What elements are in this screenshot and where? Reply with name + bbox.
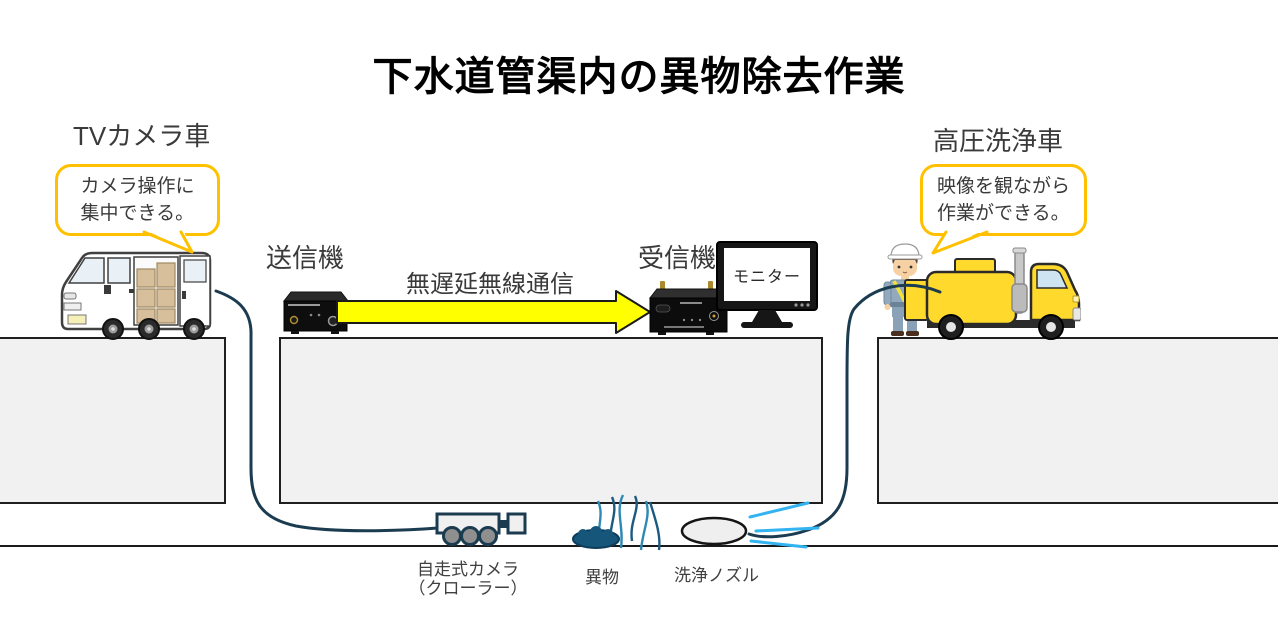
pipe-floor-line [0, 545, 1278, 547]
washer-truck-illustration [904, 247, 1081, 340]
truck-rear-box [904, 279, 929, 321]
tv-camera-van-illustration [60, 251, 212, 340]
truck-tank [925, 270, 1018, 326]
water-spray-line [754, 526, 820, 533]
transmitter-label: 送信機 [266, 243, 345, 273]
van-cargo-boxes [136, 262, 176, 324]
nozzle-label: 洗浄ノズル [674, 566, 759, 585]
truck-muffler [1011, 283, 1028, 313]
ground-block-left [0, 337, 226, 504]
receiver-text-strip [680, 302, 702, 304]
ground-block-right [877, 337, 1278, 504]
receiver-label: 受信機 [638, 243, 717, 273]
crawler-wheel [478, 526, 498, 546]
van-rear-window [183, 259, 207, 283]
nozzle-body [680, 516, 748, 546]
van-rear-handle [182, 291, 186, 299]
crawler-wheel [460, 526, 480, 546]
worker-face [893, 258, 917, 276]
washer-bubble-line1: 映像を観ながら [936, 176, 1070, 197]
monitor: モニター [714, 240, 824, 332]
crawler-camera-illustration [435, 512, 527, 546]
tv-camera-van-label: TVカメラ車 [73, 121, 211, 151]
wireless-link-label: 無遅延無線通信 [406, 271, 574, 298]
tv-camera-speech-bubble: カメラ操作に 集中できる。 [55, 164, 220, 236]
tv-camera-bubble-line2: 集中できる。 [80, 203, 195, 224]
worker-helmet-icon [890, 243, 920, 258]
van-door-handle [129, 289, 134, 293]
crawler-label-line1: 自走式カメラ [417, 560, 519, 579]
monitor-base [741, 322, 793, 328]
tv-camera-bubble-text: カメラ操作に 集中できる。 [80, 173, 194, 227]
crawler-body [435, 512, 501, 535]
monitor-stand [752, 310, 782, 322]
van-mirror-icon [104, 285, 111, 294]
page-title: 下水道管渠内の異物除去作業 [372, 55, 906, 99]
van-grille [63, 302, 82, 311]
van-headlight [63, 292, 77, 300]
receiver-label-strip [664, 326, 704, 328]
washer-bubble-text: 映像を観ながら 作業ができる。 [937, 173, 1070, 227]
transmitter-connector [289, 315, 299, 325]
crawler-wheel [442, 526, 462, 546]
receiver-device [648, 281, 732, 335]
tv-camera-bubble-line1: カメラ操作に [80, 176, 195, 197]
washer-bubble-line2: 作業ができる。 [936, 203, 1070, 224]
receiver-vent [655, 304, 671, 313]
debris-label: 異物 [585, 568, 619, 587]
truck-windshield [1036, 269, 1069, 289]
transmitter-text-strip [288, 304, 320, 306]
crawler-camera-head [506, 512, 527, 535]
crawler-label-line2: （クローラー） [408, 579, 528, 598]
worker-helmet-brim [887, 254, 923, 260]
truck-bumper [1072, 307, 1081, 321]
truck-headlight [1072, 295, 1080, 303]
washer-speech-bubble: 映像を観ながら 作業ができる。 [920, 164, 1087, 236]
van-side-window [107, 257, 131, 284]
worker-arm-left [883, 281, 892, 306]
crawler-label: 自走式カメラ （クローラー） [403, 560, 533, 598]
van-license-plate [67, 314, 87, 325]
van-windshield [67, 257, 105, 284]
nozzle-illustration [680, 501, 820, 549]
water-spray-line [748, 501, 810, 519]
washer-truck-label: 高圧洗浄車 [933, 126, 1064, 156]
ground-block-middle [279, 337, 823, 504]
crawler-camera-neck [499, 520, 508, 528]
monitor-screen-label: モニター [732, 268, 801, 286]
van-wheels [102, 318, 205, 340]
